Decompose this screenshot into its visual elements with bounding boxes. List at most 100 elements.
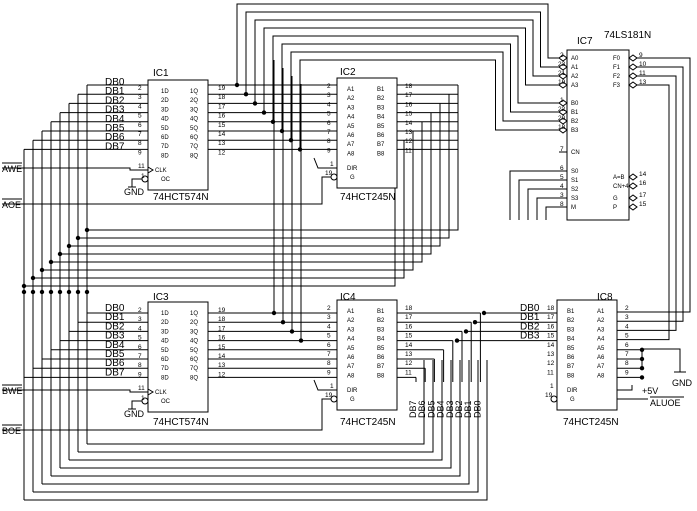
wire xyxy=(272,35,559,122)
ic3-pin-left: 3D xyxy=(161,329,169,335)
ic7-pin-left: CN xyxy=(571,150,580,156)
ic1-clk-label: CLK xyxy=(155,168,167,174)
ic2-pinnum-left: 6 xyxy=(327,120,331,127)
ic1-pinnum-right: 12 xyxy=(218,149,226,156)
inverter-bubble xyxy=(141,397,149,405)
bus-label-vertical: DB7 xyxy=(408,400,418,418)
ic8-body xyxy=(556,299,618,411)
ic4-pin-right: B3 xyxy=(377,327,385,333)
wire xyxy=(2,167,148,171)
ic3-clock-edge xyxy=(147,388,154,396)
bus-label-ic8: DB0 xyxy=(520,303,540,314)
vcc-label: +5V xyxy=(642,386,658,396)
ic2-pin-left: A6 xyxy=(347,133,355,139)
ic2-dir-label: DIR xyxy=(347,166,358,172)
ic7-pin-left: M xyxy=(571,205,576,211)
wire xyxy=(78,94,450,239)
ic1-pinnum-right: 17 xyxy=(218,103,226,110)
wire xyxy=(2,389,148,393)
ic1-pin-left: 5D xyxy=(161,126,169,132)
ic1-pin-left: 3D xyxy=(161,107,169,113)
ic4-pin-left: A3 xyxy=(347,327,355,333)
ic7-pin-marker xyxy=(628,63,638,71)
ic1-pin-left: 8D xyxy=(161,153,169,159)
ic7-pin-left: B3 xyxy=(571,128,579,134)
ic7-pin-left: S1 xyxy=(571,178,579,184)
ic7-pin-left: A2 xyxy=(571,74,579,80)
ic3-pinnum-left: 5 xyxy=(138,335,142,342)
ic8-pinnum-left: 11 xyxy=(547,369,554,376)
ic8-pinnum-left: 16 xyxy=(547,323,555,330)
ic7-pin-marker xyxy=(558,72,568,80)
junction-dot xyxy=(21,283,27,289)
ic7-pinnum-right: 13 xyxy=(639,79,647,86)
ic1-pinnum-right: 13 xyxy=(218,140,226,147)
bus-label-vertical: DB1 xyxy=(463,400,473,418)
ic8-pinnum-g: 19 xyxy=(545,392,553,399)
ic1-pinnum-left: 7 xyxy=(138,131,142,138)
bus-label-vertical: DB2 xyxy=(454,400,464,418)
bus-label-bottom: DB0 xyxy=(105,303,125,314)
ic1-pinnum-left: 3 xyxy=(138,94,142,101)
wire xyxy=(617,84,670,341)
bus-label-bottom: DB6 xyxy=(105,358,125,369)
ic8-pin-right: A7 xyxy=(597,364,605,370)
ic1-pinnum-left: 4 xyxy=(138,103,142,110)
junction-dot xyxy=(84,289,90,295)
junction-dot xyxy=(75,289,81,295)
ic4-pinnum-right: 18 xyxy=(405,305,413,312)
ic8-pin-left: B6 xyxy=(567,355,575,361)
ic8-pin-left: B3 xyxy=(567,327,575,333)
ic7-pin-marker xyxy=(628,182,638,190)
ic7-pin-marker xyxy=(558,99,568,107)
ic3-pinnum-left: 7 xyxy=(138,353,142,360)
wire xyxy=(299,59,559,150)
ic8-pin-right: A5 xyxy=(597,346,605,352)
ic4-pin-left: A7 xyxy=(347,364,355,370)
junction-dot xyxy=(66,289,72,295)
ic1-pin-left: 2D xyxy=(161,98,169,104)
ic2-pin-left: A2 xyxy=(347,96,355,102)
ic7-pin-marker xyxy=(628,173,638,181)
ic7-pin-left: S3 xyxy=(571,196,579,202)
ic4-ref: IC4 xyxy=(340,292,356,303)
junction-dot xyxy=(279,128,285,134)
ic2-pin-left: A1 xyxy=(347,87,355,93)
ic4-body xyxy=(336,299,398,411)
wire xyxy=(2,176,331,205)
wire xyxy=(51,121,423,263)
ic8-pin-right: A6 xyxy=(597,355,605,361)
ic1-pinnum-right: 18 xyxy=(218,94,226,101)
junction-dot xyxy=(48,259,54,265)
ic4-pinnum-left: 9 xyxy=(327,369,331,376)
bus-label-bottom: DB4 xyxy=(105,340,125,351)
ic1-gnd-label: GND xyxy=(124,187,145,197)
ic1-pin-left: 1D xyxy=(161,89,169,95)
ic7-pin-right: F2 xyxy=(613,74,621,80)
ic7-pinnum-left: 23 xyxy=(558,61,566,68)
bus-label-vertical: DB0 xyxy=(472,400,482,418)
ic3-pinnum-right: 19 xyxy=(218,307,226,314)
bus-label-ic8: DB2 xyxy=(520,321,540,332)
ic8-pinnum-left: 15 xyxy=(547,333,555,340)
ic4-pin-left: A4 xyxy=(347,337,355,343)
ic3-pin-left: 7D xyxy=(161,366,169,372)
ic7-pin-right: G xyxy=(613,196,618,202)
ic8-pin-left: B2 xyxy=(567,318,575,324)
bus-label-top: DB0 xyxy=(105,77,125,88)
ic4-pinnum-right: 12 xyxy=(405,360,413,367)
ic7-pin-right: F0 xyxy=(613,56,621,62)
ic2-pinnum-right: 15 xyxy=(405,111,413,118)
ic4-pinnum-left: 7 xyxy=(327,351,331,358)
ic2-pin-left: A4 xyxy=(347,115,355,121)
ic2-pinnum-right: 13 xyxy=(405,129,413,136)
ic7-pin-marker xyxy=(558,63,568,71)
bus-label-bottom: DB3 xyxy=(105,331,125,342)
ic4-pinnum-right: 14 xyxy=(405,342,413,349)
ic7-pin-right: A=B xyxy=(613,175,625,181)
wire xyxy=(545,206,567,220)
wire xyxy=(131,178,142,187)
ic7-pinnum-right: 15 xyxy=(639,201,647,208)
ic2-pinnum-right: 17 xyxy=(405,92,413,99)
wire xyxy=(642,348,681,372)
